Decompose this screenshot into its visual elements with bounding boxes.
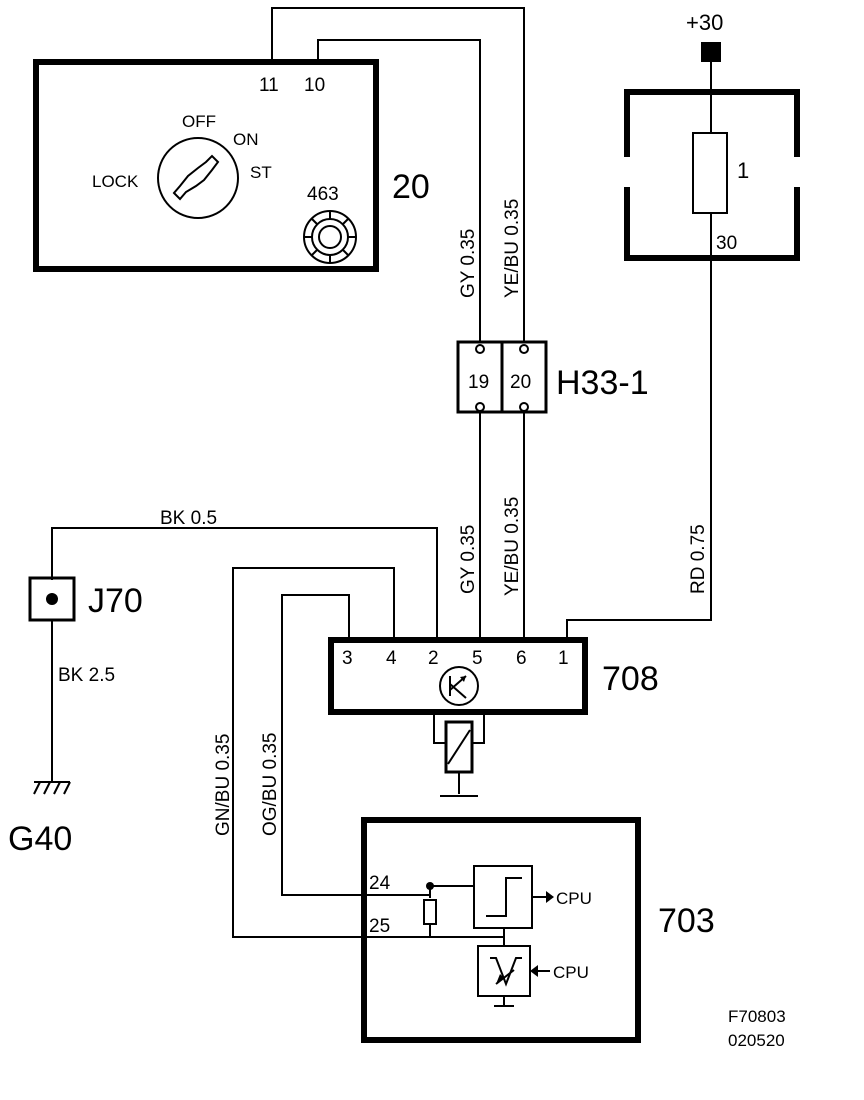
module-708: 3 4 2 5 6 1 708 bbox=[328, 637, 659, 797]
wire-label-yebu-lower: YE/BU 0.35 bbox=[502, 497, 523, 596]
switch-lock-label: LOCK bbox=[92, 172, 139, 191]
module-708-pin-3: 3 bbox=[342, 648, 353, 669]
wire-gnbu-708-4-to-703-25 bbox=[232, 567, 395, 938]
pin-11-label: 11 bbox=[259, 75, 279, 96]
cpu-label-1: CPU bbox=[556, 889, 592, 908]
fuse-pin-30-label: 30 bbox=[716, 233, 737, 254]
module-708-pin-1: 1 bbox=[558, 648, 569, 669]
ground-symbol-icon bbox=[33, 781, 71, 795]
wire-label-gy-upper: GY 0.35 bbox=[458, 229, 479, 298]
connector-pin-19-label: 19 bbox=[468, 372, 489, 393]
j70-label: J70 bbox=[88, 582, 143, 620]
module-703-box bbox=[361, 817, 641, 1043]
wire-label-yebu-upper: YE/BU 0.35 bbox=[502, 199, 523, 298]
module-703-pin-25: 25 bbox=[369, 916, 390, 937]
module-708-pin-4: 4 bbox=[386, 648, 397, 669]
module-708-pin-2: 2 bbox=[428, 648, 439, 669]
fuse-1: +30 1 30 bbox=[624, 10, 800, 261]
module-703: 24 25 CPU CPU bbox=[361, 817, 715, 1043]
date-code: 020520 bbox=[728, 1031, 785, 1050]
fuse-1-label: 1 bbox=[737, 158, 749, 183]
component-20-label: 20 bbox=[392, 168, 430, 206]
wire-label-ogbu: OG/BU 0.35 bbox=[260, 733, 281, 837]
component-463-label: 463 bbox=[307, 184, 339, 205]
g40-label: G40 bbox=[8, 820, 72, 858]
wire-rd-to-708-1 bbox=[566, 256, 712, 638]
connector-h33-1-label: H33-1 bbox=[556, 364, 649, 402]
wire-labels: GY 0.35 YE/BU 0.35 GY 0.35 YE/BU 0.35 RD… bbox=[58, 199, 709, 836]
driver-transistor-icon bbox=[477, 945, 550, 1007]
ground-g40: G40 bbox=[8, 781, 72, 858]
module-708-pin-6: 6 bbox=[516, 648, 527, 669]
lock-cylinder-463-icon bbox=[303, 210, 357, 264]
pin-10-label: 10 bbox=[304, 75, 325, 96]
switch-off-label: OFF bbox=[182, 112, 216, 131]
wire-label-bk-top: BK 0.5 bbox=[160, 508, 217, 529]
connector-pin-20-label: 20 bbox=[510, 372, 531, 393]
ground-point-j70: J70 bbox=[28, 576, 143, 622]
connector-h33-1: 19 20 H33-1 bbox=[456, 340, 649, 414]
module-703-label: 703 bbox=[658, 902, 715, 940]
fuse-box-left bbox=[624, 89, 800, 157]
ignition-switch-20: 11 10 OFF ON LOCK ST 463 20 bbox=[33, 59, 430, 272]
module-708-box bbox=[328, 637, 588, 715]
wires bbox=[51, 7, 712, 938]
schmitt-trigger-icon bbox=[473, 865, 554, 929]
fuse-element bbox=[692, 132, 728, 214]
j70-dot bbox=[46, 593, 58, 605]
wire-ogbu-708-3-to-703-24 bbox=[281, 594, 364, 896]
wire-label-rd: RD 0.75 bbox=[688, 524, 709, 594]
module-708-pin-5: 5 bbox=[472, 648, 483, 669]
figure-id: F70803 bbox=[728, 1007, 786, 1026]
ignition-switch-box bbox=[33, 59, 379, 272]
switch-st-label: ST bbox=[250, 163, 272, 182]
sensor-coil-icon bbox=[433, 712, 485, 797]
wire-label-gy-lower: GY 0.35 bbox=[458, 525, 479, 594]
wire-label-gnbu: GN/BU 0.35 bbox=[213, 734, 234, 836]
switch-on-label: ON bbox=[233, 130, 259, 149]
supply-30-label: +30 bbox=[686, 10, 723, 35]
figure-footer: F70803 020520 bbox=[728, 1007, 786, 1050]
j70-box bbox=[28, 576, 76, 622]
module-703-pin-24: 24 bbox=[369, 873, 391, 894]
fuse-box-left-bottom bbox=[624, 187, 800, 261]
wire-11-to-20 bbox=[271, 7, 525, 342]
module-708-label: 708 bbox=[602, 660, 659, 698]
input-circuit-icon bbox=[364, 882, 505, 946]
ignition-key-icon bbox=[157, 137, 239, 219]
transistor-icon bbox=[439, 666, 479, 706]
wire-10-to-19 bbox=[317, 39, 481, 342]
supply-terminal-icon bbox=[701, 42, 721, 62]
wire-bk-to-708-2 bbox=[51, 527, 438, 638]
cpu-label-2: CPU bbox=[553, 963, 589, 982]
wire-label-bk-ground: BK 2.5 bbox=[58, 665, 115, 686]
